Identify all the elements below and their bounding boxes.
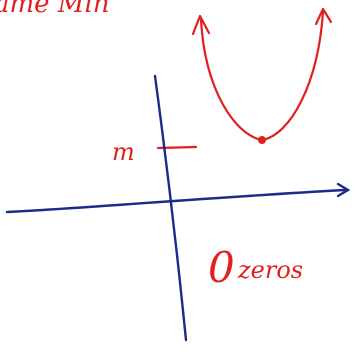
parabola-left-arrow-icon (191, 14, 211, 36)
zeros-word: zeros (237, 256, 303, 284)
x-axis-line (5, 188, 347, 214)
x-axis-arrow-icon (336, 182, 351, 198)
vertex-dot (258, 136, 266, 144)
parabola-right-arrow-icon (314, 7, 333, 26)
axes (5, 74, 351, 342)
zeros-count: 0 (208, 243, 235, 292)
axis-mark-label: m (112, 138, 135, 166)
parabola (191, 7, 333, 142)
y-axis-line (153, 74, 188, 342)
parabola-curve (199, 10, 325, 142)
top-left-text: ame Min (0, 0, 110, 19)
